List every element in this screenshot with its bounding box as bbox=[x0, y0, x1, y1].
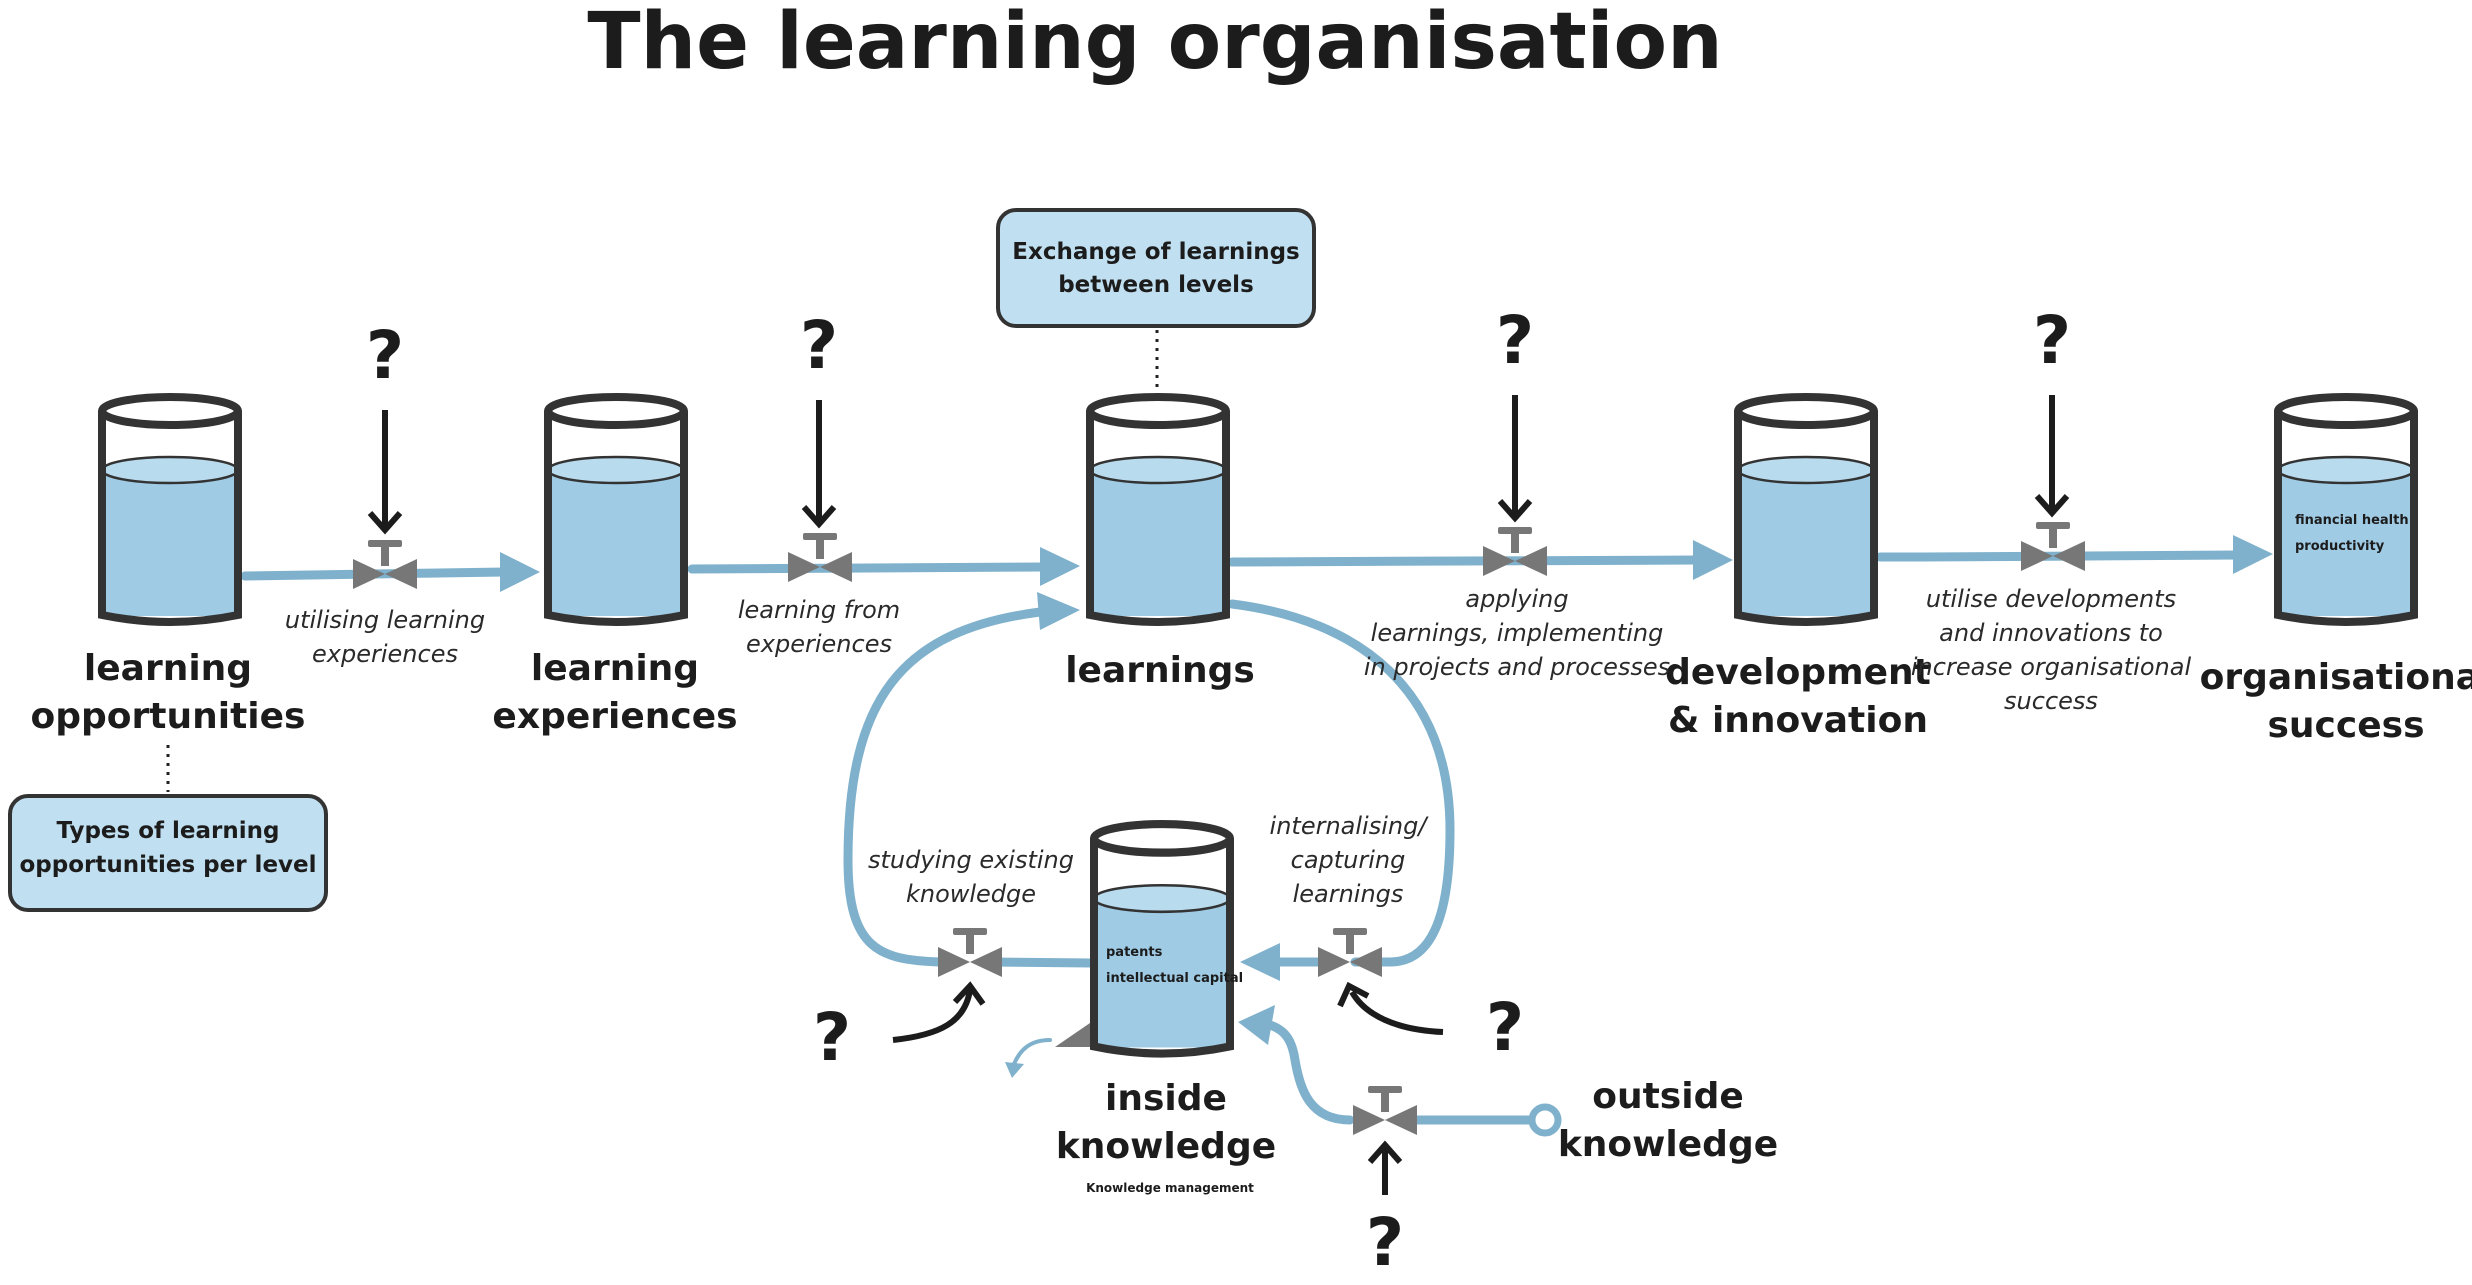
flow-label-learning-from-2: experiences bbox=[746, 630, 892, 658]
label-organisational-success-2: success bbox=[2267, 705, 2424, 746]
label-development-1: development bbox=[1665, 652, 1931, 693]
flow-label-studying-1: studying existing bbox=[868, 846, 1074, 874]
valve-studying bbox=[938, 928, 1002, 977]
flow-label-learning-from-1: learning from bbox=[738, 596, 900, 624]
exchange-box-line-2: between levels bbox=[1058, 272, 1254, 298]
flow-label-utilise-dev-4: success bbox=[2004, 687, 2098, 715]
flow-label-internalising-3: learnings bbox=[1293, 880, 1404, 908]
flow-label-applying-1: applying bbox=[1465, 585, 1568, 613]
flow-label-applying-2: learnings, implementing bbox=[1371, 619, 1664, 647]
exchange-box-line-1: Exchange of learnings bbox=[1012, 239, 1299, 265]
tank-content-patents: patents bbox=[1106, 945, 1163, 960]
flow-label-utilising-2: experiences bbox=[312, 640, 458, 668]
tank-learning-experiences bbox=[548, 397, 684, 622]
valve-outside bbox=[1353, 1086, 1417, 1135]
question-mark: ? bbox=[800, 307, 838, 384]
exchange-learnings-box bbox=[996, 208, 1316, 328]
label-knowledge-management: Knowledge management bbox=[1086, 1181, 1254, 1195]
flow-label-internalising-1: internalising/ bbox=[1270, 812, 1430, 840]
types-box-line-2: opportunities per level bbox=[19, 852, 316, 878]
tank-development-innovation bbox=[1738, 397, 1874, 622]
flow-label-utilise-dev-2: and innovations to bbox=[1939, 619, 2163, 647]
flow-label-internalising-2: capturing bbox=[1291, 846, 1406, 874]
tank-content-intellectual-capital: intellectual capital bbox=[1106, 971, 1243, 986]
flow-label-utilise-dev-1: utilise developments bbox=[1926, 585, 2176, 613]
label-inside-knowledge-1: inside bbox=[1105, 1078, 1227, 1119]
flow-pipes bbox=[240, 535, 2273, 1137]
tank-organisational-success bbox=[2278, 397, 2414, 622]
label-learning-experiences-2: experiences bbox=[492, 696, 737, 737]
question-mark: ? bbox=[2033, 302, 2071, 379]
flow-label-applying-3: in projects and processes bbox=[1364, 653, 1670, 681]
tank-content-financial-health: financial health bbox=[2295, 513, 2409, 528]
types-box-line-1: Types of learning bbox=[57, 818, 280, 844]
question-mark: ? bbox=[1486, 989, 1524, 1066]
valve-learning-from bbox=[788, 533, 852, 582]
types-of-learning-box bbox=[8, 794, 328, 912]
label-learning-experiences-1: learning bbox=[531, 648, 699, 689]
tank-learnings bbox=[1090, 397, 1226, 622]
flow-label-studying-2: knowledge bbox=[906, 880, 1036, 908]
label-development-2: & innovation bbox=[1668, 700, 1928, 741]
flow-label-utilising-1: utilising learning bbox=[285, 606, 485, 634]
question-mark: ? bbox=[1366, 1204, 1404, 1281]
page-title: The learning organisation bbox=[587, 0, 1722, 87]
label-outside-knowledge-1: outside bbox=[1592, 1076, 1744, 1117]
question-arrows bbox=[367, 395, 2070, 1195]
tank-learning-opportunities bbox=[102, 397, 238, 622]
label-inside-knowledge-2: knowledge bbox=[1056, 1126, 1276, 1167]
tank-content-productivity: productivity bbox=[2295, 539, 2385, 554]
valve-utilising bbox=[353, 540, 417, 589]
label-learning-opportunities-1: learning bbox=[84, 648, 252, 689]
label-learnings: learnings bbox=[1065, 650, 1255, 691]
question-mark: ? bbox=[813, 999, 851, 1076]
valve-applying bbox=[1483, 527, 1547, 576]
label-outside-knowledge-2: knowledge bbox=[1558, 1124, 1778, 1165]
label-learning-opportunities-2: opportunities bbox=[31, 696, 306, 737]
question-mark: ? bbox=[1496, 302, 1534, 379]
valve-internalising bbox=[1318, 928, 1382, 977]
valve-utilise-developments bbox=[2021, 522, 2085, 571]
label-organisational-success-1: organisational bbox=[2200, 657, 2472, 698]
tank-inside-knowledge bbox=[1094, 824, 1230, 1053]
question-mark: ? bbox=[366, 317, 404, 394]
flow-label-utilise-dev-3: increase organisational bbox=[1911, 653, 2192, 681]
